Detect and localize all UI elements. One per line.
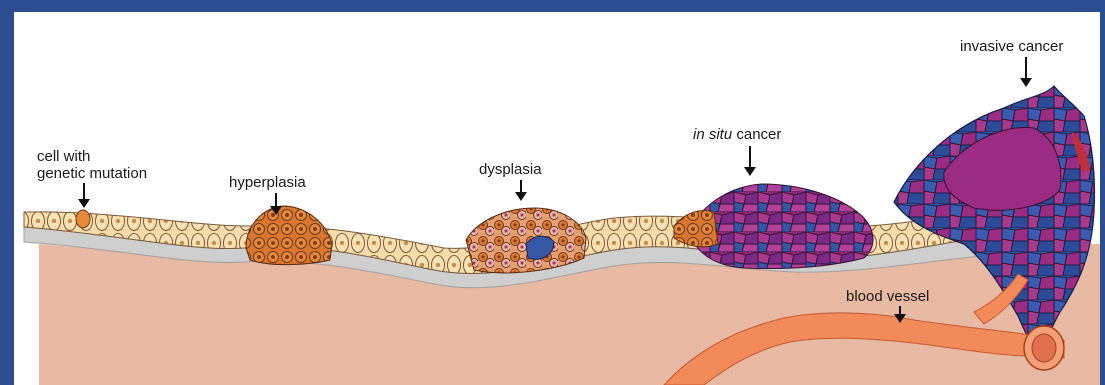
- label-hyperplasia: hyperplasia: [229, 174, 306, 191]
- label-dysplasia: dysplasia: [479, 161, 542, 178]
- in-situ-orange-fringe: [674, 211, 718, 247]
- label-blood-vessel: blood vessel: [846, 288, 929, 305]
- arrow-dysplasia: [520, 180, 522, 193]
- label-in-situ-cancer: in situ cancer: [693, 126, 781, 143]
- arrow-blood-vessel: [899, 306, 901, 315]
- label-in-situ-italic: in situ: [693, 126, 732, 143]
- mutated-cell: [76, 210, 90, 228]
- arrow-hyperplasia: [275, 193, 277, 207]
- cancer-progression-illustration: [14, 12, 1100, 385]
- dysplasia-mass: [466, 208, 586, 273]
- diagram-panel: cell with genetic mutation hyperplasia d…: [14, 12, 1100, 385]
- arrow-in-situ: [749, 146, 751, 168]
- label-cell-with: cell with: [37, 148, 90, 165]
- label-genetic-mutation: genetic mutation: [37, 165, 147, 182]
- blood-vessel-lumen: [1032, 334, 1056, 362]
- in-situ-cancer-mass: [689, 184, 873, 269]
- label-in-situ-rest: cancer: [732, 126, 781, 143]
- label-invasive-cancer: invasive cancer: [960, 38, 1063, 55]
- hyperplasia-mass: [246, 206, 332, 265]
- arrow-mutation: [83, 183, 85, 200]
- arrow-invasive: [1025, 57, 1027, 79]
